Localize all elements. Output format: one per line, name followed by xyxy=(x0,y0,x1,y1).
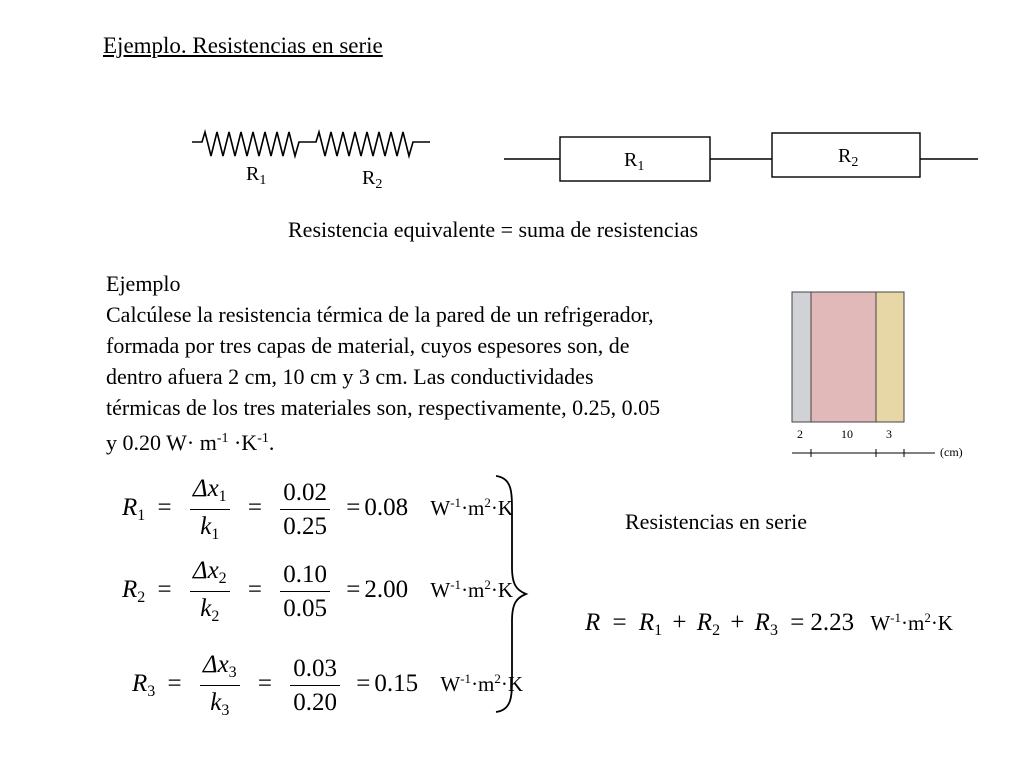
eq1-k: k xyxy=(200,513,212,540)
total-r3-sub: 3 xyxy=(769,622,778,639)
eq1-k-sub: 1 xyxy=(211,526,220,543)
eq3-sub: 3 xyxy=(147,683,156,701)
example-line-3: dentro afuera 2 cm, 10 cm y 3 cm. Las co… xyxy=(106,364,594,389)
example-line-5-b: ·K xyxy=(228,430,258,455)
eq1-dx: Δx xyxy=(192,475,219,502)
eq1-den: 0.25 xyxy=(283,513,328,540)
total-r1-sub: 1 xyxy=(654,622,663,639)
wall-label-2: 2 xyxy=(797,427,803,441)
wall-layer-middle xyxy=(810,291,877,423)
eq2-dx: Δx xyxy=(192,557,219,584)
zigzag-r2-label: R2 xyxy=(362,168,382,192)
box-r2-sub: 2 xyxy=(851,155,859,170)
total-r2: R xyxy=(696,609,713,636)
total-result: 2.23 xyxy=(810,609,855,636)
eq3-dx-sub: 3 xyxy=(228,664,237,681)
total-r1: R xyxy=(638,609,655,636)
eq2-k-sub: 2 xyxy=(211,608,220,625)
example-line-4: térmicas de los tres materiales son, res… xyxy=(106,395,661,420)
eq2-num: 0.10 xyxy=(280,562,331,592)
zigzag-r1-label: R1 xyxy=(246,164,266,188)
eq3-num: 0.03 xyxy=(290,656,341,686)
example-text: Ejemplo Calcúlese la resistencia térmica… xyxy=(106,268,766,458)
eq3-sym: R xyxy=(132,670,148,698)
eq2-unit: W-1·m2·K xyxy=(430,577,514,603)
eq2-den: 0.05 xyxy=(283,595,328,622)
eq1-sym: R xyxy=(122,494,138,522)
example-line-1: Calcúlese la resistencia térmica de la p… xyxy=(106,302,654,327)
zigzag-r2-sub: 2 xyxy=(375,177,383,192)
total-r2-sub: 2 xyxy=(712,622,721,639)
box-r1-letter: R xyxy=(624,149,638,171)
eq1-sub: 1 xyxy=(137,507,146,525)
example-line-5-sup2: -1 xyxy=(257,431,269,446)
equation-total: R = R1 + R2 + R3 =2.23 W-1·m2·K xyxy=(585,609,953,639)
wall-layer-inner xyxy=(791,291,812,423)
eq3-k-sub: 3 xyxy=(221,702,230,719)
box-r1-sub: 1 xyxy=(637,159,645,174)
box-r1-label: R1 xyxy=(624,150,644,174)
zigzag-resistor-diagram xyxy=(192,128,430,160)
eq1-dx-sub: 1 xyxy=(218,488,227,505)
eq1-result: 0.08 xyxy=(364,494,409,522)
series-label: Resistencias en serie xyxy=(625,509,808,534)
zigzag-r1-sub: 1 xyxy=(259,173,267,188)
eq3-k: k xyxy=(210,689,222,716)
box-resistor-diagram xyxy=(504,132,978,182)
box-r2-letter: R xyxy=(838,145,852,167)
wall-unit-label: (cm) xyxy=(940,445,963,459)
example-line-2: formada por tres capas de material, cuyo… xyxy=(106,333,630,358)
eq2-k: k xyxy=(200,595,212,622)
eq2-numeric-fraction: 0.10 0.05 xyxy=(280,562,331,622)
wall-label-10: 10 xyxy=(841,427,853,441)
example-line-5-sup1: -1 xyxy=(216,431,229,446)
eq1-unit: W-1·m2·K xyxy=(430,495,514,521)
example-line-5-c: . xyxy=(268,430,275,455)
wall-label-3: 3 xyxy=(886,427,892,441)
total-r3: R xyxy=(754,609,770,636)
zigzag-r2-letter: R xyxy=(362,167,376,189)
eq2-sub: 2 xyxy=(137,589,146,607)
wall-layer-outer xyxy=(875,291,905,423)
total-unit: W-1·m2·K xyxy=(870,610,953,635)
eq3-numeric-fraction: 0.03 0.20 xyxy=(290,656,341,716)
page-title: Ejemplo. Resistencias en serie xyxy=(103,33,383,58)
wall-layers-diagram xyxy=(791,291,935,457)
eq2-dx-sub: 2 xyxy=(218,570,227,587)
eq3-den: 0.20 xyxy=(293,689,338,716)
eq2-sym: R xyxy=(122,576,138,604)
example-line-5-a: y 0.20 W· m xyxy=(106,430,217,455)
eq2-result: 2.00 xyxy=(364,576,409,604)
example-line-5: y 0.20 W· m-1 ·K-1. xyxy=(106,423,766,458)
eq3-dx: Δx xyxy=(202,651,229,678)
eq3-unit: W-1·m2·K xyxy=(440,671,524,697)
box-r2-label: R2 xyxy=(838,146,858,170)
total-sym: R xyxy=(585,609,601,636)
example-heading: Ejemplo xyxy=(106,271,181,296)
eq1-numeric-fraction: 0.02 0.25 xyxy=(280,480,331,540)
zigzag-r1-letter: R xyxy=(246,163,260,185)
eq3-result: 0.15 xyxy=(374,670,419,698)
eq1-num: 0.02 xyxy=(280,480,331,510)
curly-brace xyxy=(495,475,529,713)
equivalent-resistance-text: Resistencia equivalente = suma de resist… xyxy=(288,217,699,242)
